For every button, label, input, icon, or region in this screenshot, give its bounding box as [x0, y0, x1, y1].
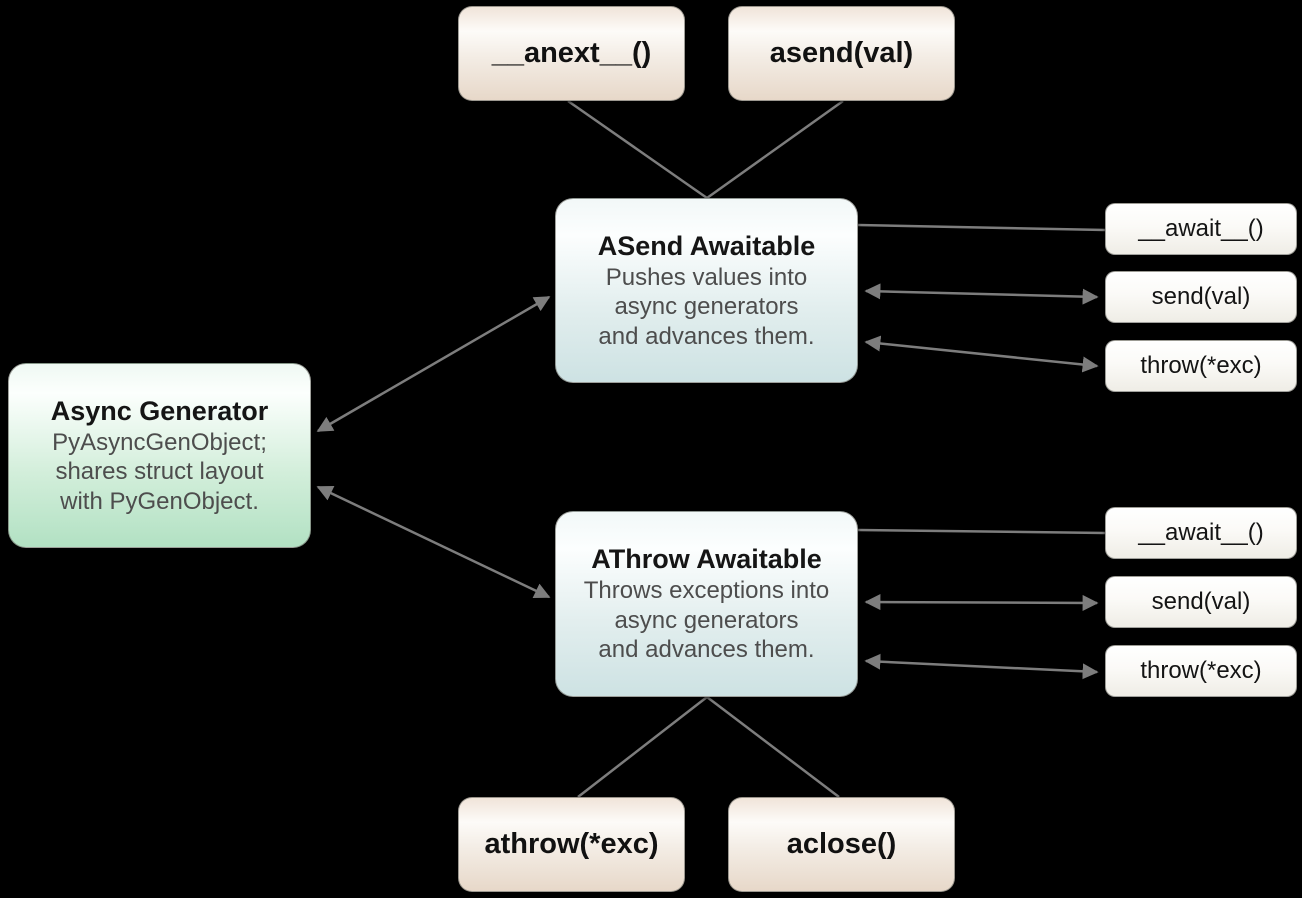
asend-awaitable-title: ASend Awaitable — [597, 230, 816, 261]
node-anext-label: __anext__() — [491, 37, 652, 69]
edge-asyncgen-athrow-awaitable — [316, 485, 551, 599]
athrow-method-await: __await__() — [1105, 507, 1297, 559]
edge-anext-to-asend-awaitable — [567, 99, 708, 200]
athrow-awaitable-title: AThrow Awaitable — [591, 544, 822, 575]
athrow-method-throw-label: throw(*exc) — [1140, 657, 1262, 684]
node-asend-awaitable: ASend Awaitable Pushes values into async… — [555, 198, 858, 383]
async-generator-description: PyAsyncGenObject; shares struct layout w… — [52, 428, 267, 515]
edge-asend-to-asend-awaitable — [706, 99, 844, 200]
edge-asyncgen-asend-awaitable — [316, 295, 551, 433]
async-generator-title: Async Generator — [50, 395, 269, 426]
edge-athrow-awaitable-throw — [864, 653, 1099, 680]
node-aclose-label: aclose() — [786, 828, 897, 860]
edge-athrow-awaitable-to-athrow-call — [577, 696, 708, 798]
node-athrow-label: athrow(*exc) — [484, 828, 659, 860]
edge-asend-awaitable-to-await — [857, 223, 1106, 232]
asend-awaitable-description: Pushes values into async generators and … — [598, 263, 815, 350]
athrow-method-send: send(val) — [1105, 576, 1297, 628]
node-asend-label: asend(val) — [769, 37, 914, 69]
asend-method-await-label: __await__() — [1138, 215, 1264, 242]
node-async-generator: Async Generator PyAsyncGenObject; shares… — [8, 363, 311, 548]
node-aclose-call: aclose() — [728, 797, 955, 892]
edge-athrow-awaitable-send — [864, 594, 1099, 611]
athrow-method-send-label: send(val) — [1151, 588, 1251, 615]
node-asend-call: asend(val) — [728, 6, 955, 101]
asend-method-await: __await__() — [1105, 203, 1297, 255]
node-athrow-awaitable: AThrow Awaitable Throws exceptions into … — [555, 511, 858, 697]
edge-asend-awaitable-send — [864, 283, 1099, 305]
asend-method-throw: throw(*exc) — [1105, 340, 1297, 392]
asend-method-send: send(val) — [1105, 271, 1297, 323]
athrow-awaitable-description: Throws exceptions into async generators … — [583, 577, 830, 664]
node-athrow-call: athrow(*exc) — [458, 797, 685, 892]
athrow-method-await-label: __await__() — [1138, 519, 1264, 546]
edge-asend-awaitable-throw — [864, 335, 1099, 373]
athrow-method-throw: throw(*exc) — [1105, 645, 1297, 697]
edge-athrow-awaitable-to-await — [857, 528, 1106, 535]
edge-athrow-awaitable-to-aclose-call — [706, 696, 840, 798]
asend-method-send-label: send(val) — [1151, 283, 1251, 310]
node-anext-call: __anext__() — [458, 6, 685, 101]
asend-method-throw-label: throw(*exc) — [1140, 352, 1262, 379]
